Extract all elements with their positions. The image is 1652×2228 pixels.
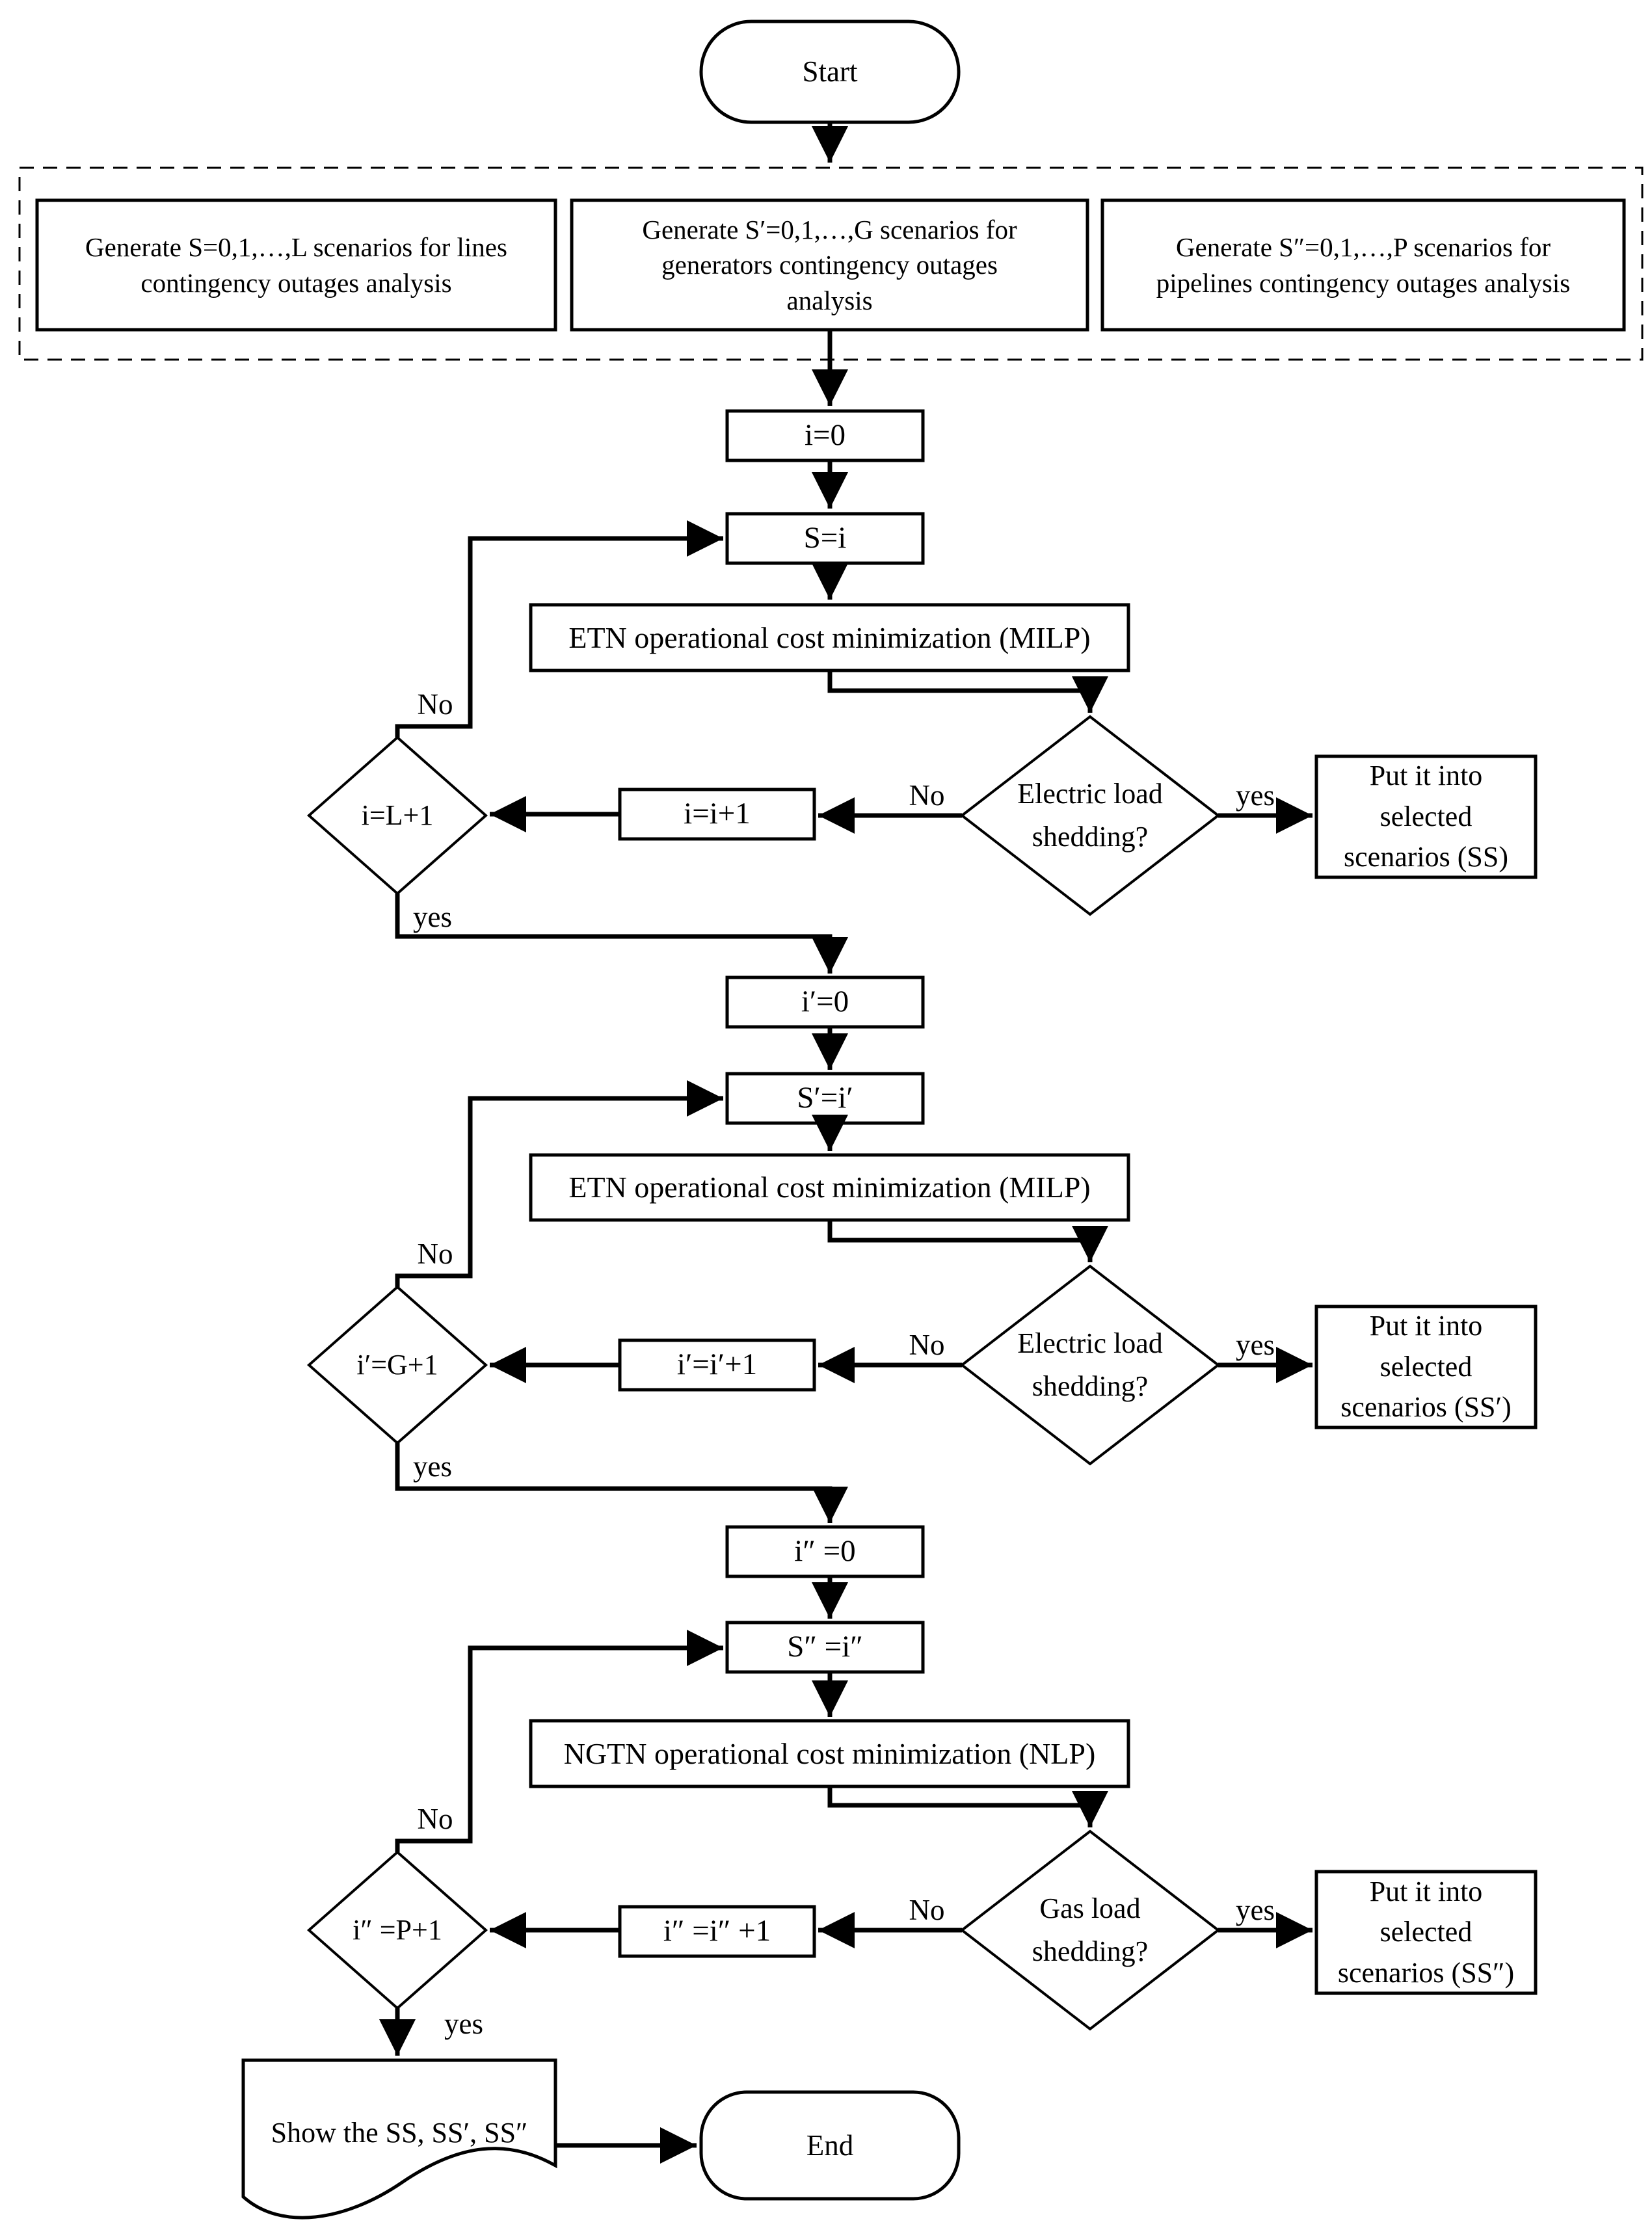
loop2-exit-label: i′=G+1	[356, 1349, 438, 1381]
arrow-loop2-solve-to-decision	[827, 1220, 1108, 1262]
loop1-increment-label: i=i+1	[684, 797, 751, 831]
loop3-init-label: i″ =0	[794, 1534, 856, 1569]
loop1-decision-no-label: No	[909, 778, 945, 812]
loop3-decision-yes-label: yes	[1236, 1893, 1275, 1926]
loop2-solve-label: ETN operational cost minimization (MILP)	[568, 1171, 1091, 1204]
loop2-exit-yes-label: yes	[413, 1450, 452, 1483]
arrow-loop1-exit-yes	[395, 894, 848, 974]
loop3-increment-box-shape	[618, 1905, 816, 1958]
loop3-solve-label: NGTN operational cost minimization (NLP)	[563, 1736, 1096, 1770]
loop1-assign-box-shape	[725, 512, 925, 565]
loop3-assign-label: S″ =i″	[787, 1630, 863, 1664]
loop2-decision-label: Electric load shedding?	[1017, 1327, 1163, 1402]
loop3-assign-box-shape	[725, 1621, 925, 1674]
loop2-assign-label: S′=i′	[797, 1081, 853, 1115]
output-document-shape	[241, 2058, 557, 2220]
output-label: Show the SS, SS′, SS″	[271, 2117, 528, 2149]
loop3-init-box-shape	[725, 1525, 925, 1578]
arrow-loop2-exit-yes	[395, 1443, 848, 1523]
end-label: End	[806, 2129, 854, 2162]
loop2-exit-no-label: No	[417, 1237, 453, 1270]
arrow-loop3-exit-no-return	[395, 1630, 723, 1852]
loop2-increment-label: i′=i′+1	[676, 1347, 758, 1382]
loop2-collect-box-shape	[1314, 1305, 1538, 1429]
loop1-assign-label: S=i	[803, 521, 847, 555]
loop2-increment-box-shape	[618, 1338, 816, 1392]
loop1-collect-label: Put it into selected scenarios (SS)	[1344, 760, 1508, 873]
loop2-init-box-shape	[725, 975, 925, 1029]
loop3-decision-no-label: No	[909, 1893, 945, 1926]
arrow-loop1-solve-to-decision	[827, 670, 1108, 713]
loop1-exit-no-label: No	[417, 687, 453, 721]
loop2-solve-box-shape	[529, 1153, 1130, 1222]
loop3-exit-yes-label: yes	[444, 2007, 483, 2040]
generate-pipelines-label: Generate S″=0,1,…,P scenarios for pipeli…	[1156, 232, 1571, 298]
generate-lines-box-shape	[35, 198, 557, 332]
loop1-exit-yes-label: yes	[413, 900, 452, 933]
generate-generators-box-shape	[570, 198, 1089, 332]
loop1-decision-label: Electric load shedding?	[1017, 778, 1163, 853]
loop2-decision-no-label: No	[909, 1328, 945, 1361]
loop1-decision-yes-label: yes	[1236, 778, 1275, 812]
end-terminator-shape	[699, 2090, 961, 2201]
loop1-init-label: i=0	[804, 418, 846, 453]
loop3-exit-diamond-shape	[306, 1850, 488, 2010]
generate-generators-label: Generate S′=0,1,…,G scenarios for genera…	[642, 215, 1017, 315]
start-label: Start	[802, 55, 858, 88]
arrow-loop3-solve-to-decision	[827, 1786, 1108, 1827]
loop3-decision-label: Gas load shedding?	[1032, 1892, 1149, 1967]
loop2-exit-diamond-shape	[306, 1285, 488, 1445]
loop1-init-box-shape	[725, 409, 925, 462]
generate-lines-label: Generate S=0,1,…,L scenarios for lines c…	[85, 232, 507, 298]
loop2-collect-label: Put it into selected scenarios (SS′)	[1340, 1310, 1512, 1424]
arrow-loop1-exit-no-return	[395, 520, 723, 737]
loop1-increment-box-shape	[618, 788, 816, 841]
loop1-solve-box-shape	[529, 603, 1130, 672]
loop1-exit-label: i=L+1	[361, 799, 434, 831]
generate-pipelines-box-shape	[1100, 198, 1626, 332]
loop3-exit-label: i″ =P+1	[353, 1914, 442, 1946]
loop2-decision-yes-label: yes	[1236, 1328, 1275, 1361]
loop1-solve-label: ETN operational cost minimization (MILP)	[568, 620, 1091, 654]
loop3-exit-no-label: No	[417, 1802, 453, 1835]
loop3-collect-box-shape	[1314, 1870, 1538, 1995]
loop1-collect-box-shape	[1314, 754, 1538, 879]
arrow-loop2-exit-no-return	[395, 1080, 723, 1287]
loop1-exit-diamond-shape	[306, 736, 488, 895]
loop2-init-label: i′=0	[801, 985, 849, 1019]
loop3-collect-label: Put it into selected scenarios (SS″)	[1337, 1875, 1515, 1989]
loop3-increment-label: i″ =i″ +1	[663, 1914, 771, 1948]
